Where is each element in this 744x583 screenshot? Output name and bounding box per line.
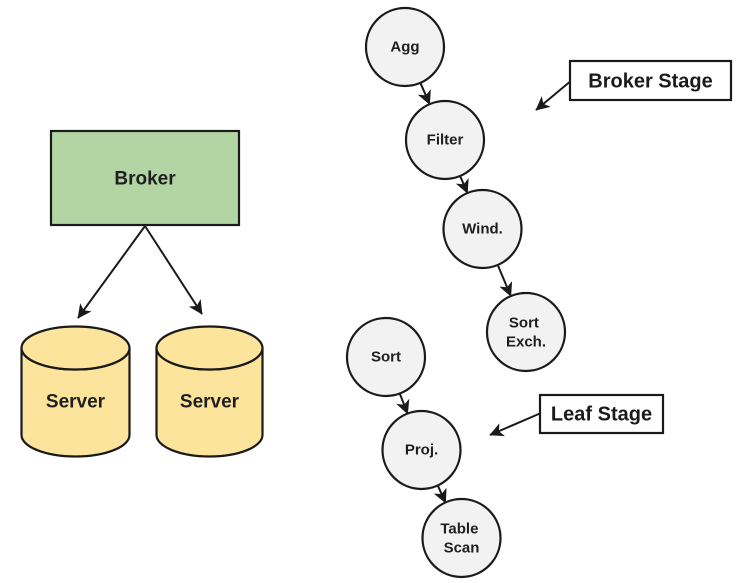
server-cylinder-top [20,325,131,371]
leaf-stage-callout-label: Leaf Stage [551,404,652,426]
broker-stage-plan: Agg Filter Wind. Sort Exch. [364,6,567,373]
broker-to-left-server-arrow [77,225,146,319]
broker-stage-callout-box [568,59,733,102]
edge-proj-tablescan [433,485,447,504]
leaf-stage-plan: Sort Proj. Table Scan [345,316,502,579]
plan-node-filter [404,99,486,181]
edge-filter-wind [455,175,469,194]
leaf-stage-callout-box [538,393,665,435]
node-label-line: Table [440,520,478,537]
node-label-line: Scan [444,539,480,556]
plan-node-wind [442,188,523,270]
plan-node-label: Proj. [405,442,438,459]
server-label: Server [180,392,240,413]
broker-box [49,129,241,227]
edge-sort-proj [396,393,410,415]
server-cylinder-top [155,325,264,371]
plan-node-label: Sort Exch. [506,314,546,350]
broker-stage-callout: Broker Stage [535,59,733,111]
broker-stage-callout-label: Broker Stage [588,71,713,93]
node-label-line: Sort [509,314,539,331]
plan-node-table-scan [421,497,502,579]
plan-node-proj [381,409,462,491]
plan-node-sort-exch [485,291,567,373]
server-cylinder-right: Server [155,325,264,458]
plan-node-label: Filter [427,132,464,149]
edge-wind-sortexch [496,264,513,297]
server-label: Server [46,392,106,413]
broker-box-label: Broker [114,169,176,190]
leaf-stage-callout: Leaf Stage [489,393,665,437]
broker-server-cluster: Broker Server Server [20,129,264,458]
plan-node-label: Table Scan [440,520,482,556]
server-cylinder-left: Server [20,325,131,458]
plan-node-agg [364,6,446,88]
edge-agg-filter [417,82,431,105]
broker-stage-callout-arrow [535,79,573,111]
plan-node-sort [345,316,427,398]
broker-to-right-server-arrow [144,225,203,315]
plan-node-label: Agg [390,39,419,56]
leaf-stage-callout-arrow [489,412,542,437]
plan-node-label: Wind. [462,221,503,238]
node-label-line: Exch. [506,333,546,350]
plan-node-label: Sort [371,349,401,366]
